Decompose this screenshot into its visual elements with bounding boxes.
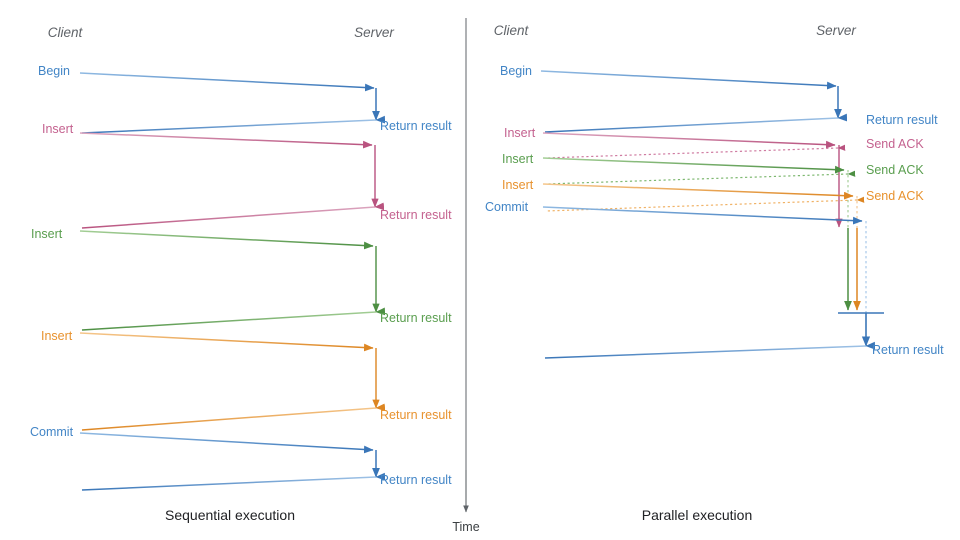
right-begin-response-label: Return result <box>866 113 938 127</box>
left-panel-sequential: Client Server Begin Return result Insert… <box>30 25 452 523</box>
left-message-insert-2: Insert Return result <box>31 227 452 331</box>
right-begin-request-label: Begin <box>500 64 532 78</box>
left-message-insert-1: Insert Return result <box>42 122 452 229</box>
left-insert-2-request-arrow <box>79 230 374 250</box>
left-begin-request-label: Begin <box>38 64 70 78</box>
right-panel-caption: Parallel execution <box>642 507 753 523</box>
left-insert-3-response-arrow <box>81 403 386 431</box>
left-insert-1-response-label: Return result <box>380 208 452 222</box>
left-insert-1-request-label: Insert <box>42 122 74 136</box>
right-insert-1-request-label: Insert <box>504 126 536 140</box>
left-begin-request-arrow <box>79 72 375 92</box>
time-axis-group: Time <box>452 18 480 534</box>
left-insert-1-response-arrow <box>81 202 385 229</box>
right-commit-request-arrow <box>542 206 863 225</box>
right-commit-request-label: Commit <box>485 200 529 214</box>
left-insert-2-request-label: Insert <box>31 227 63 241</box>
right-commit-response-arrow <box>544 341 876 359</box>
right-insert-3-request-arrow <box>542 183 854 200</box>
right-message-insert-3: Insert Send ACK <box>502 178 924 311</box>
left-message-commit: Commit Return result <box>30 425 452 491</box>
right-insert-2-ack-arrow <box>545 170 856 185</box>
left-commit-request-arrow <box>79 432 374 454</box>
left-commit-response-arrow <box>81 472 386 491</box>
left-insert-2-response-label: Return result <box>380 311 452 325</box>
left-client-actor-label: Client <box>48 25 84 40</box>
right-insert-2-ack-label: Send ACK <box>866 163 924 177</box>
left-begin-response-arrow <box>81 115 386 134</box>
left-insert-2-response-arrow <box>81 307 386 331</box>
right-insert-2-request-arrow <box>542 157 845 174</box>
right-message-begin: Begin Return result <box>500 64 938 133</box>
right-message-insert-1: Insert Send ACK <box>504 126 924 228</box>
right-insert-3-ack-label: Send ACK <box>866 189 924 203</box>
time-axis-label: Time <box>452 520 479 534</box>
right-insert-1-ack-label: Send ACK <box>866 137 924 151</box>
right-insert-1-request-arrow <box>542 132 836 149</box>
left-insert-3-request-label: Insert <box>41 329 73 343</box>
left-panel-caption: Sequential execution <box>165 507 295 523</box>
left-server-actor-label: Server <box>354 25 394 40</box>
left-commit-response-label: Return result <box>380 473 452 487</box>
right-insert-1-ack-arrow <box>545 144 846 159</box>
right-begin-request-arrow <box>540 70 837 90</box>
left-insert-3-response-label: Return result <box>380 408 452 422</box>
right-insert-2-request-label: Insert <box>502 152 534 166</box>
right-server-actor-label: Server <box>816 23 856 38</box>
right-message-commit: Commit Return result <box>485 200 944 359</box>
left-insert-3-request-arrow <box>79 332 374 352</box>
right-commit-response-label: Return result <box>872 343 944 357</box>
left-message-begin: Begin Return result <box>38 64 452 134</box>
left-message-insert-3: Insert Return result <box>41 329 452 431</box>
right-insert-3-request-label: Insert <box>502 178 534 192</box>
right-panel-parallel: Client Server Begin Return result Insert… <box>485 23 944 523</box>
left-begin-response-label: Return result <box>380 119 452 133</box>
right-message-insert-2: Insert Send ACK <box>502 152 924 311</box>
left-insert-1-request-arrow <box>79 132 373 149</box>
right-begin-response-arrow <box>544 113 848 133</box>
right-client-actor-label: Client <box>494 23 530 38</box>
left-commit-request-label: Commit <box>30 425 74 439</box>
